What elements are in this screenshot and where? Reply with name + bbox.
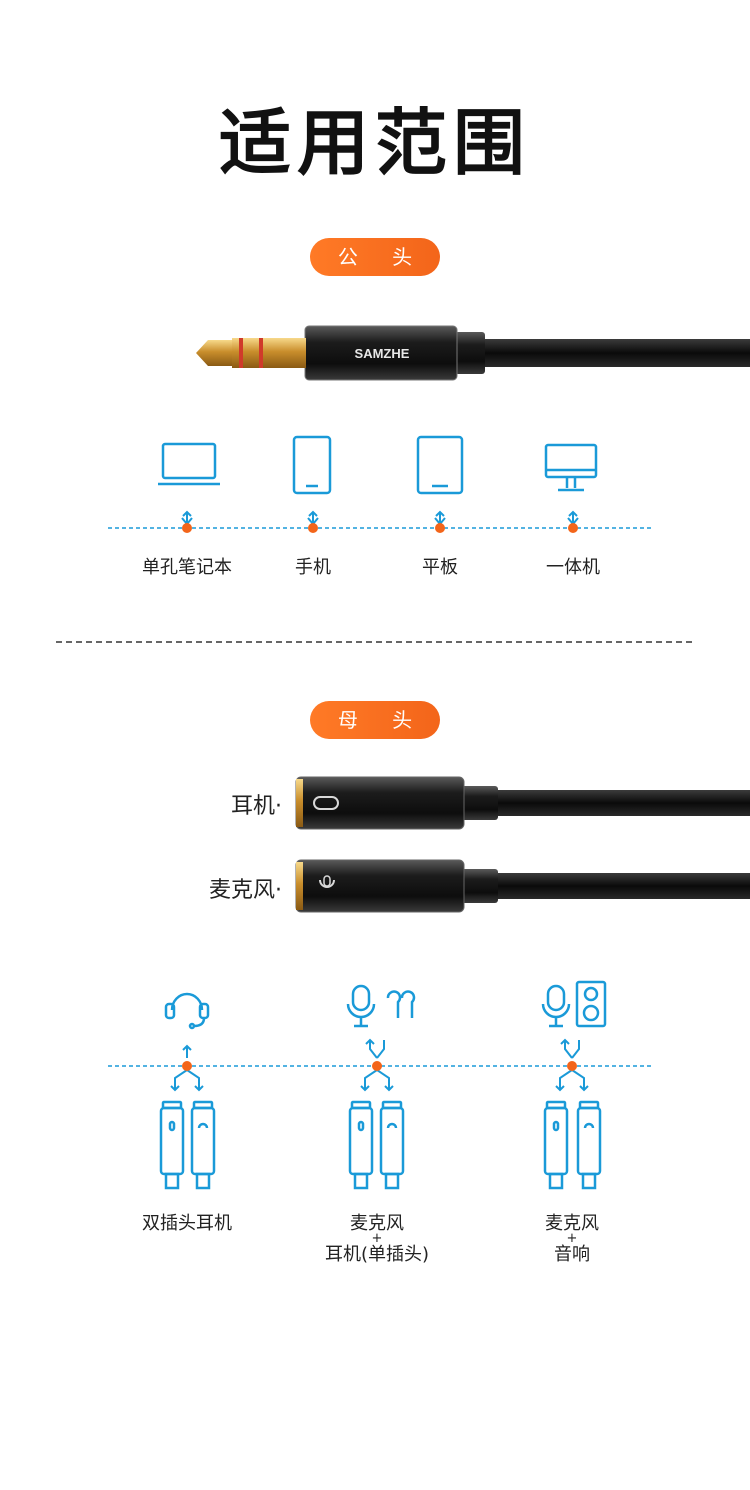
- desktop-icon: [544, 443, 598, 492]
- device-label-laptop: 单孔笔记本: [142, 557, 232, 578]
- male-plug-pill: 公 头: [310, 238, 440, 276]
- use-label-dual-plug-headset: 双插头耳机: [97, 1214, 277, 1233]
- arrow-down-icon: [360, 1069, 378, 1092]
- speaker-icon: [575, 980, 607, 1028]
- node-dot: [308, 523, 318, 533]
- use-label-mic-speaker: 麦克风 + 音响: [482, 1214, 662, 1264]
- jack-label-microphone: 麦克风·: [209, 878, 282, 903]
- headphone-jack: [295, 776, 750, 830]
- node-dot: [567, 1061, 577, 1071]
- headphone-plug-icon: [576, 1100, 602, 1190]
- male-plug: SAMZHE: [196, 325, 750, 381]
- use-label-plus: +: [566, 1231, 578, 1246]
- jack-label-headphone: 耳机·: [231, 794, 282, 819]
- laptop-icon: [158, 442, 220, 486]
- use-label-mic-headphone: 麦克风 + 耳机(单插头): [287, 1214, 467, 1264]
- mic-plug-icon: [543, 1100, 569, 1190]
- headphone-plug-icon: [379, 1100, 405, 1190]
- female-plug-pill: 母 头: [310, 701, 440, 739]
- arrow-up-icon: [560, 1038, 573, 1059]
- earphones-icon: [386, 990, 416, 1018]
- node-dot: [182, 1061, 192, 1071]
- arrow-up-icon: [182, 510, 192, 524]
- use-label-line1: 麦克风: [350, 1213, 404, 1234]
- arrow-up-icon: [435, 510, 445, 524]
- arrow-down-icon: [571, 1069, 589, 1092]
- arrow-down-icon: [376, 1069, 394, 1092]
- use-label-line2: 音响: [554, 1244, 590, 1265]
- node-dot: [372, 1061, 382, 1071]
- node-dot: [435, 523, 445, 533]
- arrow-down-icon: [170, 1069, 188, 1092]
- headphone-plug-icon: [190, 1100, 216, 1190]
- arrow-down-icon: [186, 1069, 204, 1092]
- use-label-plus: +: [371, 1231, 383, 1246]
- arrow-up-icon: [568, 510, 578, 524]
- use-label-line1: 双插头耳机: [142, 1213, 232, 1234]
- use-label-line2: 耳机(单插头): [324, 1244, 430, 1265]
- device-label-desktop: 一体机: [546, 557, 600, 578]
- node-dot: [182, 523, 192, 533]
- mic-plug-icon: [348, 1100, 374, 1190]
- microphone-icon: [346, 984, 376, 1028]
- tablet-icon: [416, 435, 464, 495]
- arrow-down-icon: [555, 1069, 573, 1092]
- phone-icon: [292, 435, 332, 495]
- plug-brand: SAMZHE: [355, 346, 410, 361]
- arrow-up-icon: [365, 1038, 378, 1059]
- headset-icon: [164, 992, 210, 1030]
- arrow-up-icon: [182, 1044, 192, 1058]
- microphone-jack: [295, 859, 750, 913]
- device-label-tablet: 平板: [422, 557, 458, 578]
- arrow-up-icon: [308, 510, 318, 524]
- page-title: 适用范围: [218, 101, 531, 185]
- microphone-icon-2: [541, 984, 571, 1028]
- mic-plug-icon: [159, 1100, 185, 1190]
- use-label-line1: 麦克风: [545, 1213, 599, 1234]
- device-label-phone: 手机: [295, 557, 331, 578]
- node-dot: [568, 523, 578, 533]
